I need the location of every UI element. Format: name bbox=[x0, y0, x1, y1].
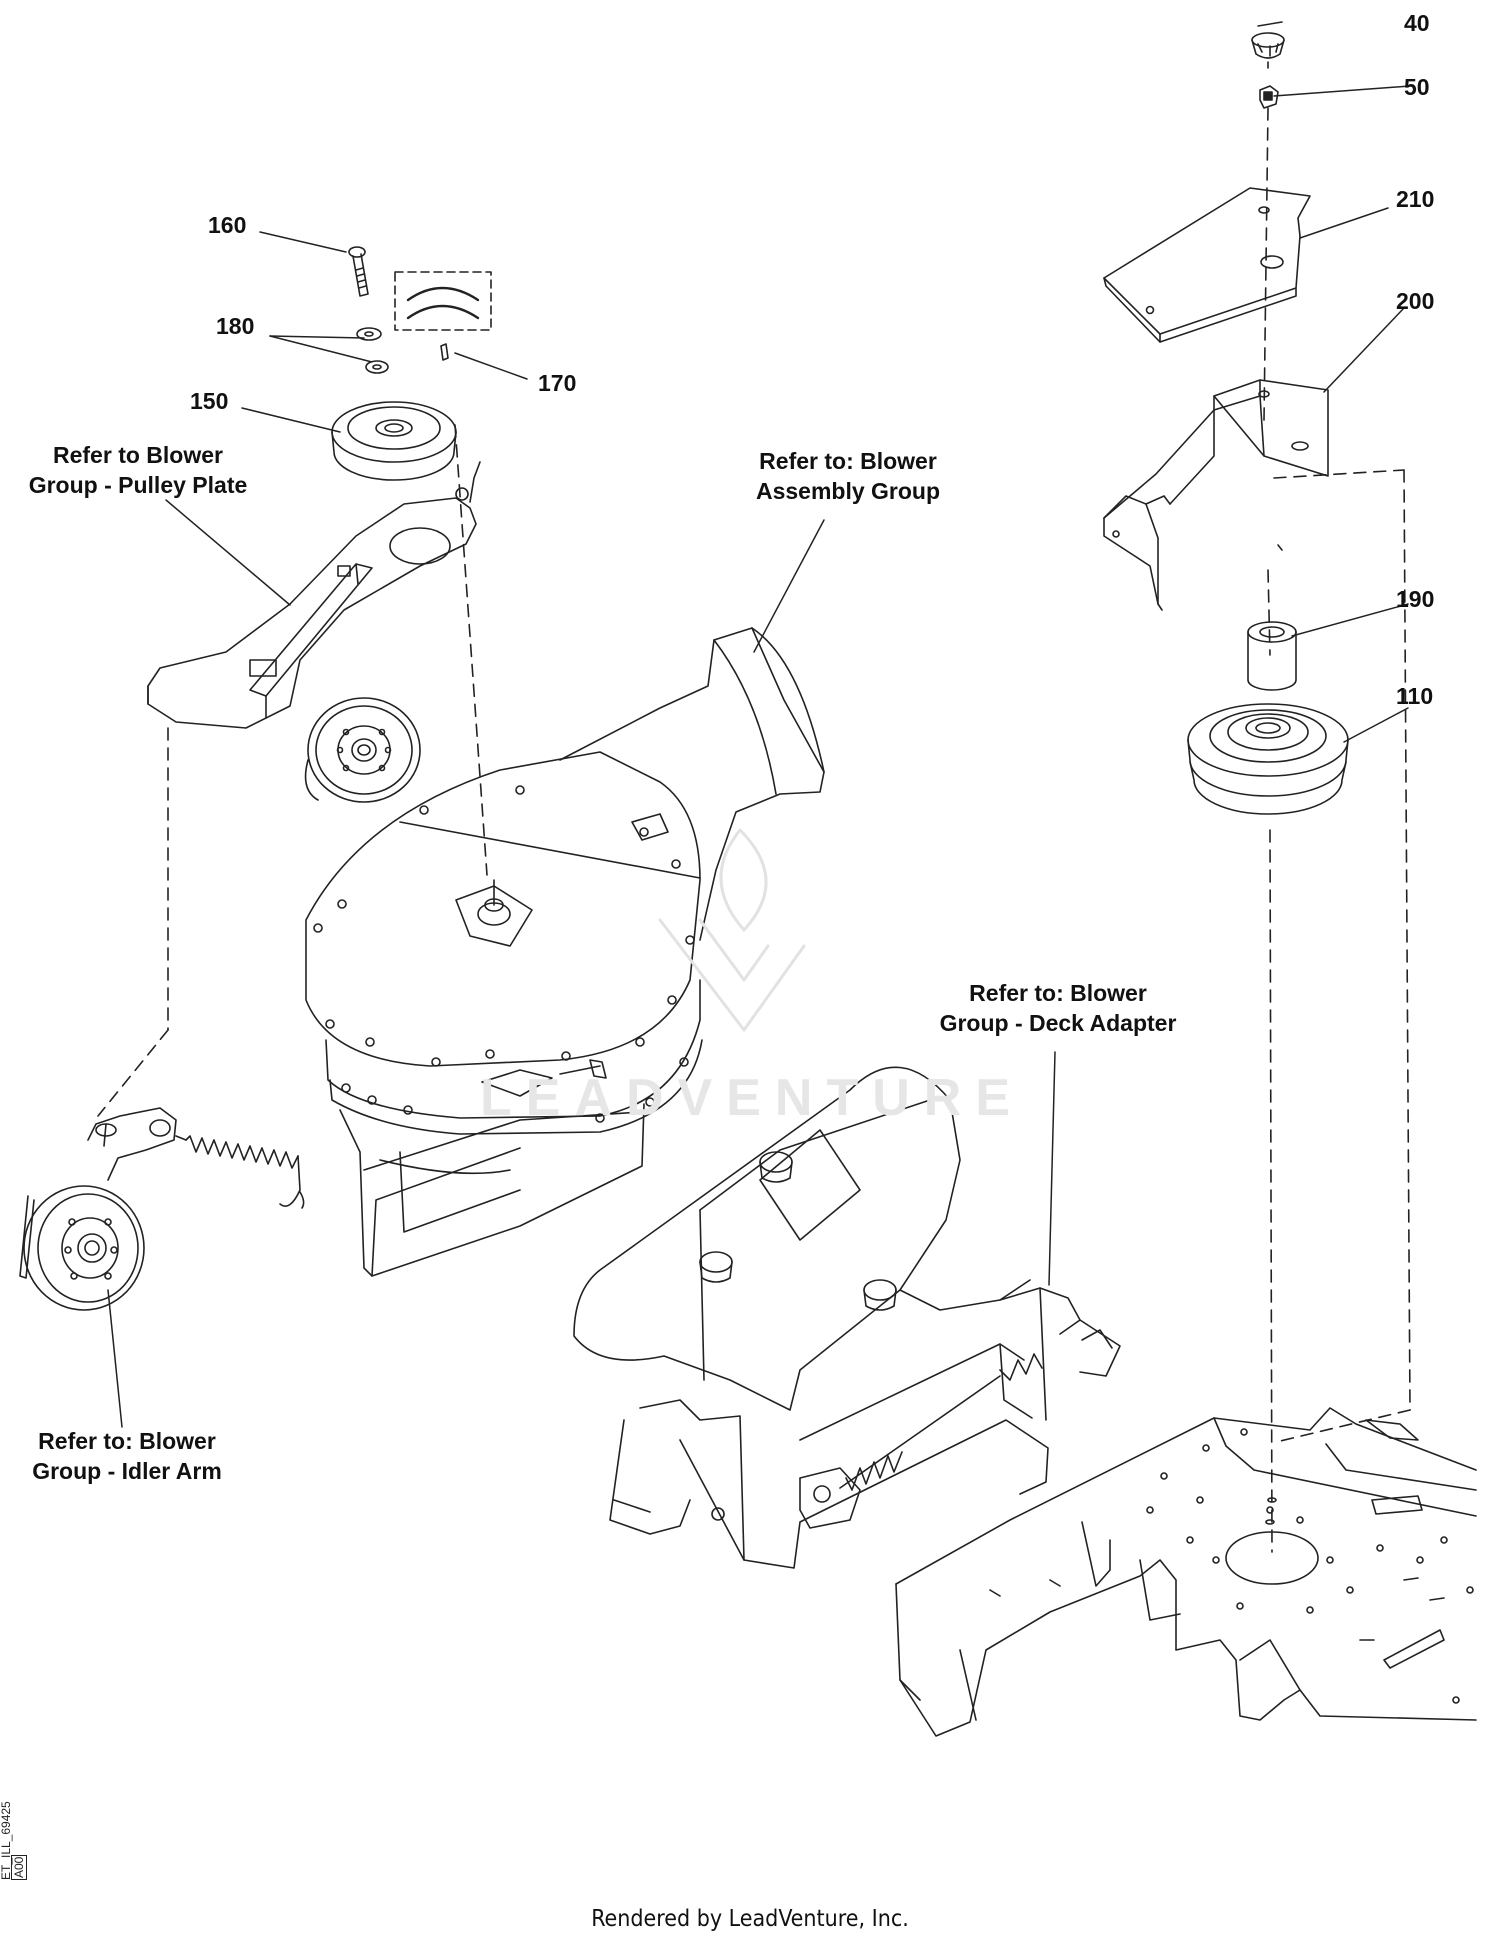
ref-assembly-group-line2: Assembly Group bbox=[755, 478, 941, 504]
leader-lines bbox=[108, 22, 1410, 1427]
footer-credit: Rendered by LeadVenture, Inc. bbox=[591, 1906, 909, 1932]
dashed-center-lines bbox=[98, 108, 1410, 1552]
ref-pulley-plate-line2: Group - Pulley Plate bbox=[28, 472, 248, 498]
callout-200: 200 bbox=[1396, 288, 1435, 314]
knob-40 bbox=[1252, 33, 1284, 68]
callout-210: 210 bbox=[1396, 186, 1435, 212]
blower-assembly bbox=[306, 628, 824, 1276]
watermark-emblem bbox=[660, 830, 804, 1030]
watermark-text: LEADVENTURE bbox=[480, 1069, 1025, 1127]
callout-150: 150 bbox=[190, 388, 229, 414]
callout-170: 170 bbox=[538, 370, 577, 396]
ref-assembly-group: Refer to: Blower Assembly Group bbox=[728, 446, 968, 506]
washers-180 bbox=[357, 328, 388, 373]
bracket-200 bbox=[1104, 380, 1328, 610]
callout-50: 50 bbox=[1404, 74, 1430, 100]
ref-deck-adapter: Refer to: Blower Group - Deck Adapter bbox=[928, 978, 1188, 1038]
callout-110: 110 bbox=[1396, 683, 1434, 709]
shield-knobs bbox=[700, 1152, 896, 1310]
plate-idler-pulley bbox=[306, 698, 420, 802]
drawing-code: ET_ILL_69425 A00 bbox=[0, 1801, 27, 1880]
idler-arm-assembly bbox=[20, 1108, 304, 1310]
ref-pulley-plate: Refer to Blower Group - Pulley Plate bbox=[18, 440, 258, 500]
pulley-110 bbox=[1188, 704, 1348, 814]
callout-40: 40 bbox=[1404, 10, 1430, 36]
ref-idler-arm-line2: Group - Idler Arm bbox=[32, 1458, 222, 1484]
pulley-150 bbox=[332, 402, 456, 480]
mower-deck bbox=[896, 1408, 1476, 1736]
bolt-160 bbox=[349, 247, 368, 296]
ref-pulley-plate-line1: Refer to Blower bbox=[53, 442, 223, 468]
deck-adapter bbox=[574, 1067, 1120, 1568]
clip-nut-50 bbox=[1260, 86, 1278, 108]
spacer-190 bbox=[1248, 622, 1296, 690]
callout-180: 180 bbox=[216, 313, 255, 339]
callout-190: 190 bbox=[1396, 586, 1435, 612]
ref-idler-arm-line1: Refer to: Blower bbox=[38, 1428, 216, 1454]
ref-assembly-group-line1: Refer to: Blower bbox=[759, 448, 937, 474]
bracket-210 bbox=[1104, 188, 1310, 342]
pulley-plate bbox=[148, 462, 480, 728]
callout-160: 160 bbox=[208, 212, 247, 238]
ref-deck-adapter-line2: Group - Deck Adapter bbox=[939, 1010, 1177, 1036]
key-170 bbox=[441, 344, 448, 360]
idler-arm-spring bbox=[186, 1136, 304, 1208]
drawing-code-line2: A00 bbox=[11, 1854, 27, 1880]
ref-deck-adapter-line1: Refer to: Blower bbox=[969, 980, 1147, 1006]
belt-guide-variant-box bbox=[395, 272, 491, 330]
ref-idler-arm: Refer to: Blower Group - Idler Arm bbox=[14, 1426, 240, 1486]
